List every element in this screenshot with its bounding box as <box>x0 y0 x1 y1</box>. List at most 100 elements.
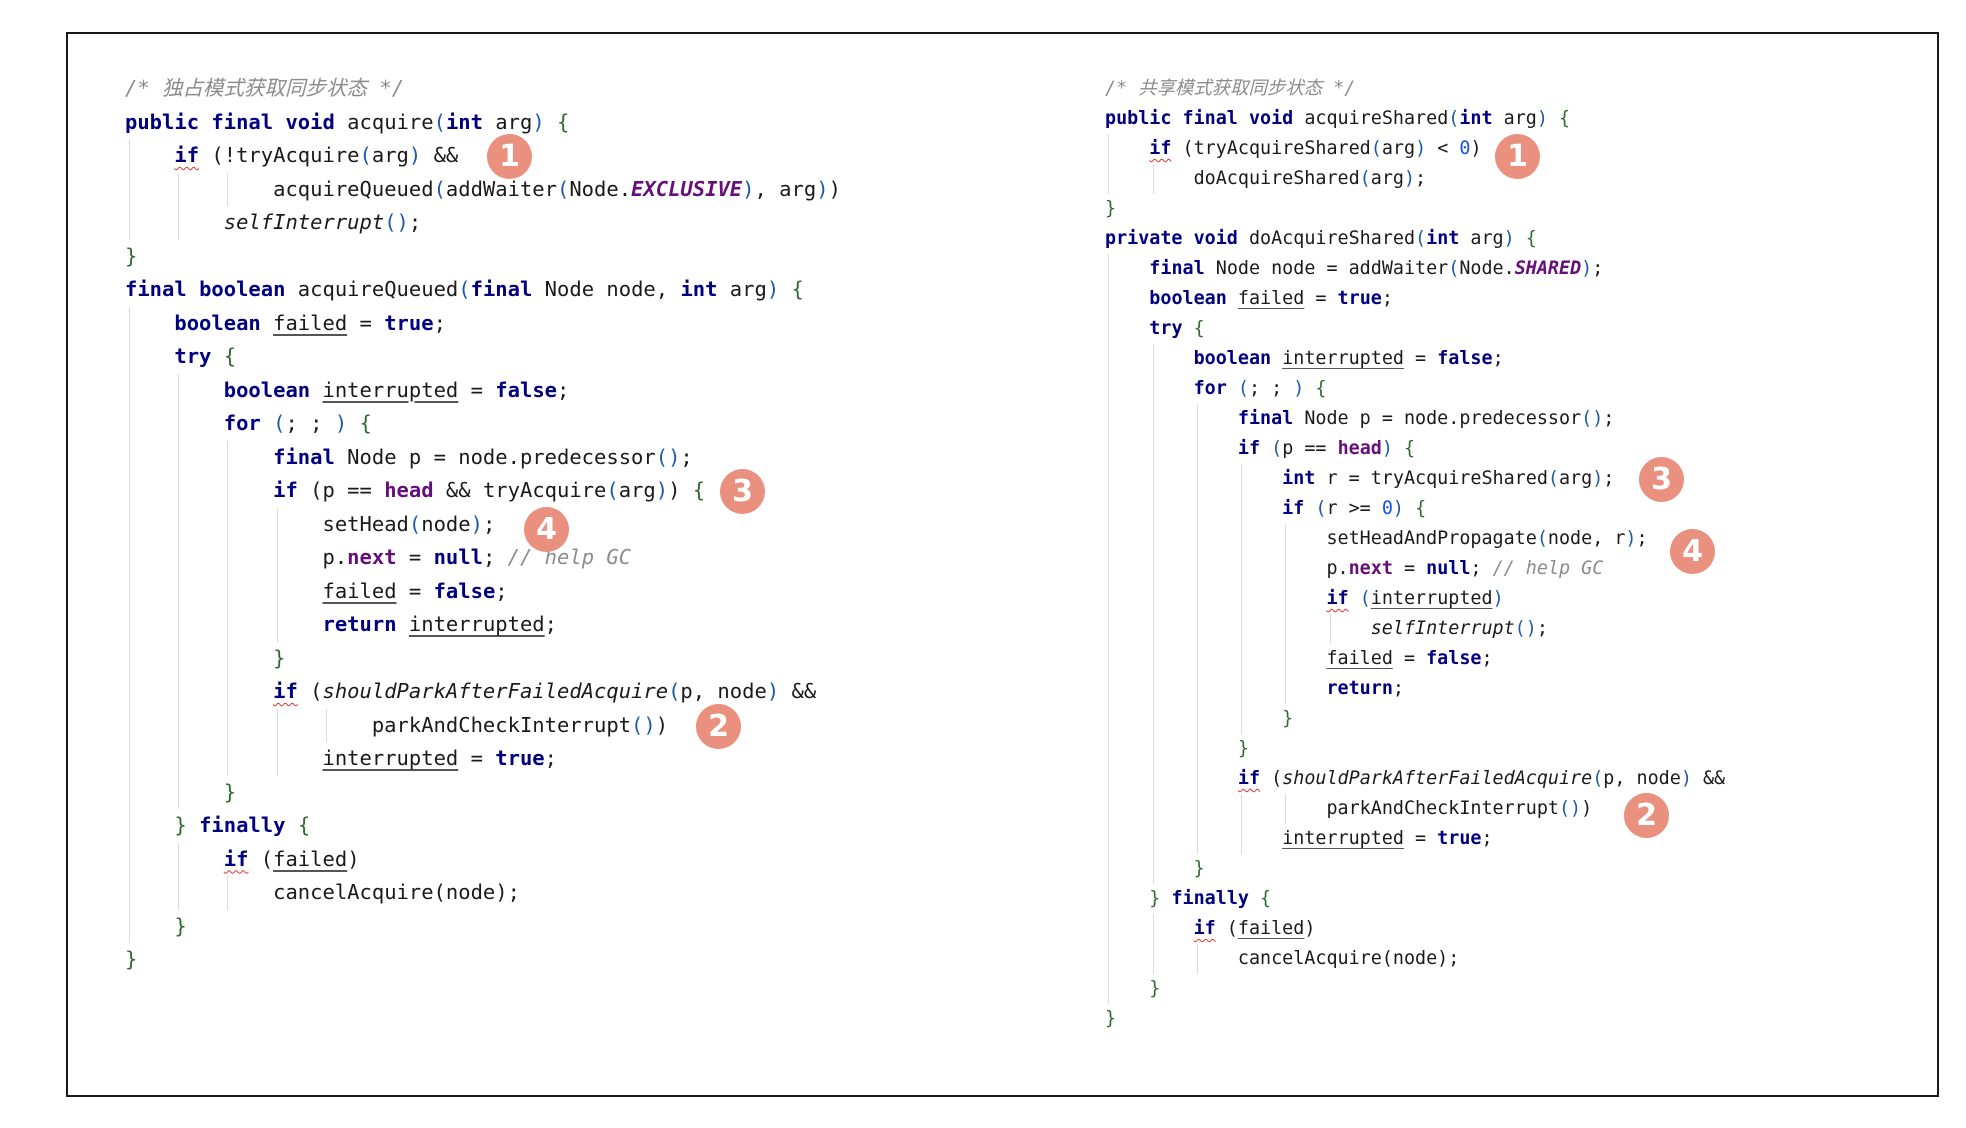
code-line: if (interrupted) <box>1105 584 1725 614</box>
code-token <box>211 344 223 368</box>
code-token: return <box>322 612 397 636</box>
indent-guide <box>128 775 130 809</box>
code-token: && <box>421 143 459 167</box>
code-token: node, r <box>1547 528 1626 549</box>
code-token: addWaiter <box>445 176 557 201</box>
code-token: // help GC <box>1492 558 1604 579</box>
indent-guide <box>1152 554 1154 584</box>
indent-guide <box>178 206 180 240</box>
code-token <box>261 411 273 435</box>
code-token: ) <box>532 109 545 134</box>
code-line: } <box>125 775 841 809</box>
indent-guide <box>1108 524 1110 554</box>
code-line: doAcquireShared(arg); <box>1105 164 1725 194</box>
indent-guide <box>1196 644 1198 674</box>
code-token: acquire <box>334 109 434 134</box>
indent-guide <box>1285 674 1287 704</box>
indent-guide <box>1196 674 1198 704</box>
code-token: ( <box>1592 768 1604 789</box>
code-token: () <box>1514 618 1537 639</box>
code-line: final Node node = addWaiter(Node.SHARED)… <box>1105 254 1725 284</box>
code-token: boolean <box>1149 288 1227 309</box>
indent-guide <box>1196 554 1198 584</box>
code-token: { <box>791 277 804 301</box>
code-token: failed <box>322 578 397 603</box>
code-token: parkAndCheckInterrupt <box>1326 798 1559 819</box>
indent-guide <box>276 574 278 608</box>
code-token: // help GC <box>507 545 632 569</box>
indent-guide <box>128 139 130 173</box>
code-line: interrupted = true; <box>1105 824 1725 854</box>
indent-guide <box>1152 854 1154 884</box>
code-token: acquireShared <box>1293 108 1449 129</box>
indent-guide <box>1108 704 1110 734</box>
indent-guide <box>1152 584 1154 614</box>
code-token: ; ; <box>285 411 335 435</box>
code-token: next <box>347 545 397 569</box>
step-badge-4: 4 <box>524 507 569 552</box>
code-line: } <box>125 641 841 675</box>
indent-guide <box>178 876 180 910</box>
step-badge-2: 2 <box>696 704 741 749</box>
code-token: ( <box>458 277 471 301</box>
code-line: /* 独占模式获取同步状态 */ <box>125 72 841 106</box>
code-token: = <box>347 310 385 335</box>
indent-guide <box>276 742 278 776</box>
indent-guide <box>178 474 180 508</box>
code-line: final Node p = node.predecessor(); <box>1105 404 1725 434</box>
code-token: () <box>631 712 656 737</box>
indent-guide <box>1152 794 1154 824</box>
code-token: arg <box>482 109 533 134</box>
code-line: if (r >= 0) { <box>1105 494 1725 524</box>
code-token: ; <box>1415 168 1427 189</box>
code-token <box>1183 228 1194 249</box>
code-token: ) <box>470 511 483 536</box>
code-token: { <box>223 344 237 368</box>
exclusive-acquire-code: /* 独占模式获取同步状态 */public final void acquir… <box>125 72 841 977</box>
code-token: ; <box>544 612 557 636</box>
code-token: ( <box>668 679 681 703</box>
code-token: ) <box>742 176 755 201</box>
indent-guide <box>1241 614 1243 644</box>
indent-guide <box>1152 494 1154 524</box>
code-token: finally <box>199 813 286 837</box>
code-token: ) <box>655 478 669 502</box>
code-line: boolean failed = true; <box>1105 284 1725 314</box>
indent-guide <box>1152 824 1154 854</box>
indent-guide <box>227 172 229 206</box>
code-line: for (; ; ) { <box>125 407 841 441</box>
code-token: ; <box>1392 678 1404 699</box>
code-token <box>1227 378 1238 399</box>
code-token: ( <box>1370 138 1382 159</box>
code-token: ( <box>557 176 570 201</box>
code-token: false <box>433 578 496 603</box>
indent-guide <box>1241 644 1243 674</box>
code-line: parkAndCheckInterrupt()) <box>1105 794 1725 824</box>
code-token: } <box>1105 1008 1117 1029</box>
code-token: ) <box>766 277 780 301</box>
indent-guide <box>1108 494 1110 524</box>
code-token <box>1183 318 1194 339</box>
code-token: head <box>384 478 434 502</box>
shared-acquire-code: /* 共享模式获取同步状态 */public final void acquir… <box>1105 74 1725 1034</box>
code-token: ; <box>482 511 496 536</box>
code-line: } <box>1105 734 1725 764</box>
code-line: if (shouldParkAfterFailedAcquire(p, node… <box>1105 764 1725 794</box>
code-token: if <box>174 143 200 167</box>
code-token: ; <box>1470 558 1493 579</box>
code-token: ) <box>1581 258 1593 279</box>
figure-frame <box>66 32 1939 1097</box>
code-token: arg <box>1459 228 1504 249</box>
code-token: { <box>1315 378 1327 399</box>
indent-guide <box>227 541 229 575</box>
indent-guide <box>1108 734 1110 764</box>
code-token: } <box>174 813 187 837</box>
code-token: { <box>297 813 311 837</box>
code-token: ( <box>433 176 446 201</box>
indent-guide <box>178 641 180 675</box>
code-token: if <box>223 846 249 871</box>
indent-guide <box>1152 434 1154 464</box>
code-line: } <box>1105 974 1725 1004</box>
code-token: interrupted <box>1282 828 1404 849</box>
code-line: } <box>1105 194 1725 224</box>
